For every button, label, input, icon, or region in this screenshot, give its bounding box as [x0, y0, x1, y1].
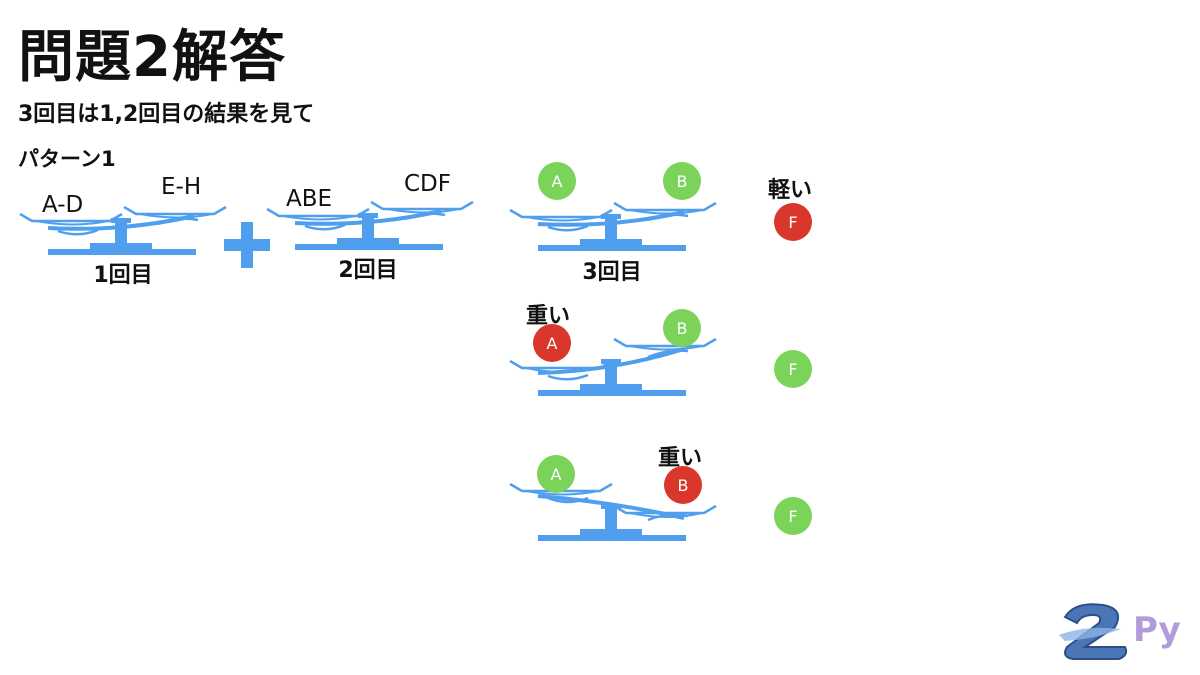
ball-b: B	[663, 309, 701, 347]
2py-logo-icon: Py	[1059, 603, 1181, 660]
light-note: 軽い	[768, 178, 813, 203]
ball-b-heavy: B	[664, 466, 702, 504]
weighing-1-round-label: 1回目	[93, 263, 153, 288]
weighing-1-right-label: E-H	[161, 174, 202, 200]
ball-f-odd: F	[774, 203, 812, 241]
ball-a-heavy: A	[533, 324, 571, 362]
plus-icon	[224, 222, 270, 268]
ball-a: A	[537, 455, 575, 493]
weighing-1-left-label: A-D	[42, 192, 84, 218]
weighing-2-right-label: CDF	[404, 171, 451, 197]
ball-a: A	[538, 162, 576, 200]
weighing-3-round-label: 3回目	[582, 260, 642, 285]
ball-f: F	[774, 497, 812, 535]
svg-text:Py: Py	[1133, 610, 1181, 650]
slide-title: 問題2解答	[18, 25, 286, 90]
ball-f: F	[774, 350, 812, 388]
weighing-2-round-label: 2回目	[338, 258, 398, 283]
pattern-label: パターン1	[18, 147, 116, 171]
weighing-2-left-label: ABE	[286, 186, 333, 212]
logo: Py	[1055, 595, 1190, 665]
ball-b: B	[663, 162, 701, 200]
slide-subtitle: 3回目は1,2回目の結果を見て	[18, 102, 315, 127]
